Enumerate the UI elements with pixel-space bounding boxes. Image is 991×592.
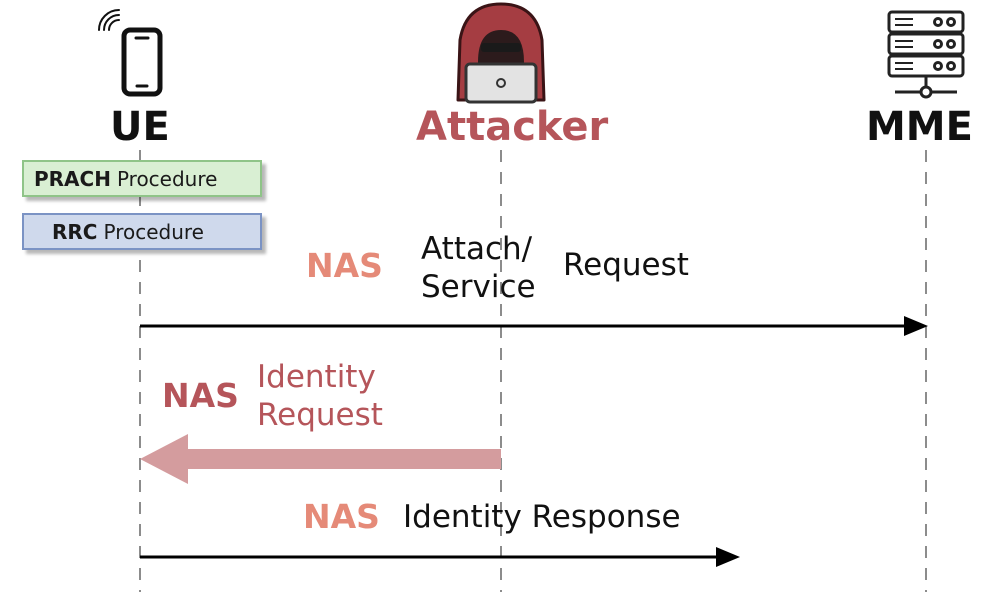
mme-label: MME bbox=[866, 104, 973, 150]
rrc-label: RRC bbox=[52, 219, 98, 244]
attach-line: Attach/ bbox=[421, 231, 533, 267]
rrc-procedure-box: RRC Procedure bbox=[22, 213, 262, 250]
request-line: Request bbox=[257, 397, 383, 433]
request-label: Request bbox=[563, 247, 689, 283]
prach-label: PRACH bbox=[34, 166, 111, 191]
hooded-hacker-laptop-icon bbox=[456, 2, 546, 104]
prach-procedure-text: Procedure bbox=[116, 166, 218, 191]
identity-request-attack-arrow bbox=[140, 434, 501, 484]
rrc-procedure-text: Procedure bbox=[103, 219, 204, 244]
attacker-label: Attacker bbox=[416, 104, 609, 150]
nas-label-identity-response: NAS bbox=[303, 497, 380, 536]
identity-response-label: Identity Response bbox=[403, 499, 681, 535]
identity-response-arrow bbox=[140, 547, 740, 567]
smartphone-wifi-icon bbox=[98, 9, 163, 97]
nas-label-attach: NAS bbox=[306, 246, 383, 285]
ue-label: UE bbox=[110, 104, 170, 150]
nas-label-identity-request: NAS bbox=[162, 376, 239, 415]
service-line: Service bbox=[421, 269, 536, 305]
attach-request-arrow bbox=[140, 316, 928, 336]
server-rack-network-icon bbox=[887, 10, 965, 99]
prach-procedure-box: PRACH Procedure bbox=[22, 160, 262, 197]
identity-line: Identity bbox=[257, 359, 376, 395]
